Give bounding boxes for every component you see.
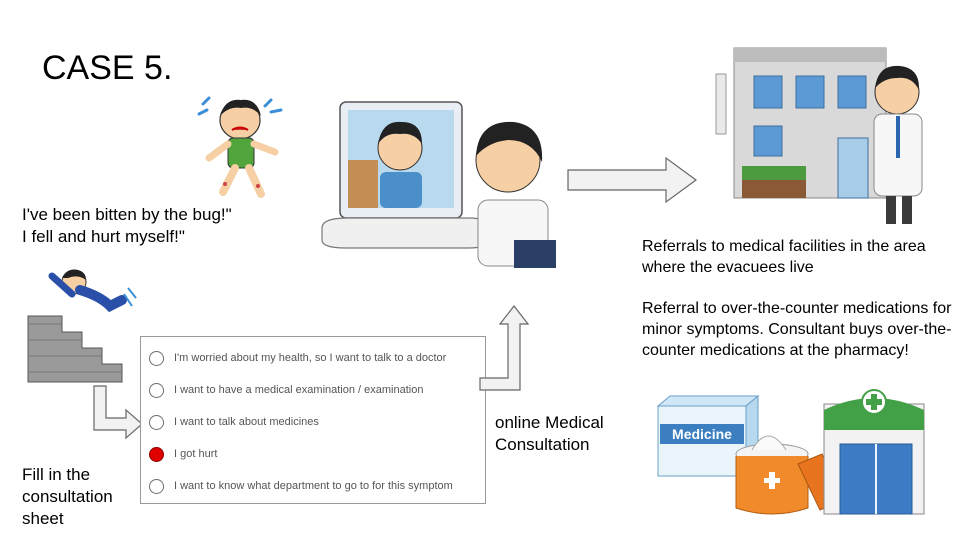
- radio-button[interactable]: [149, 414, 164, 430]
- sheet-option[interactable]: I want to know what department to go to …: [149, 475, 453, 497]
- consultation-sheet: I'm worried about my health, so I want t…: [140, 336, 486, 504]
- medicine-pharmacy-illustration: Medicine: [656, 389, 925, 515]
- quote-fell: I fell and hurt myself!": [22, 227, 185, 246]
- radio-button-selected[interactable]: [149, 446, 164, 462]
- sheet-option[interactable]: I want to have a medical examination / e…: [149, 379, 423, 401]
- radio-button[interactable]: [149, 478, 164, 494]
- radio-button[interactable]: [149, 382, 164, 398]
- arrow-to-consultation: [479, 305, 530, 391]
- fill-sheet-caption: Fill in the consultation sheet: [22, 465, 113, 528]
- facility-referral-text: Referrals to medical facilities in the a…: [642, 238, 926, 276]
- bitten-boy-illustration: [197, 96, 283, 198]
- online-consultation-caption: online Medical Consultation: [495, 413, 604, 454]
- sheet-option[interactable]: I'm worried about my health, so I want t…: [149, 347, 446, 369]
- option-label: I got hurt: [174, 448, 218, 460]
- radio-button[interactable]: [149, 350, 164, 366]
- option-label: I want to talk about medicines: [174, 416, 319, 428]
- arrow-to-facilities: [567, 156, 698, 204]
- sheet-option[interactable]: I want to talk about medicines: [149, 411, 319, 433]
- sheet-option[interactable]: I got hurt: [149, 443, 217, 465]
- arrow-to-sheet: [93, 385, 143, 440]
- falling-boy-stairs-illustration: [27, 269, 137, 383]
- doctor-computer-illustration: [321, 101, 556, 268]
- option-label: I'm worried about my health, so I want t…: [174, 352, 447, 364]
- otc-referral-text: Referral to over-the-counter medications…: [642, 300, 952, 359]
- option-label: I want to know what department to go to …: [174, 480, 453, 492]
- medicine-box-label: Medicine: [672, 426, 732, 442]
- page-title: CASE 5.: [42, 49, 173, 87]
- quote-bitten: I've been bitten by the bug!": [22, 205, 232, 224]
- option-label: I want to have a medical examination / e…: [174, 384, 424, 396]
- patient-quote: I've been bitten by the bug!" I fell and…: [22, 204, 232, 248]
- clinic-doctor-illustration: [715, 47, 923, 224]
